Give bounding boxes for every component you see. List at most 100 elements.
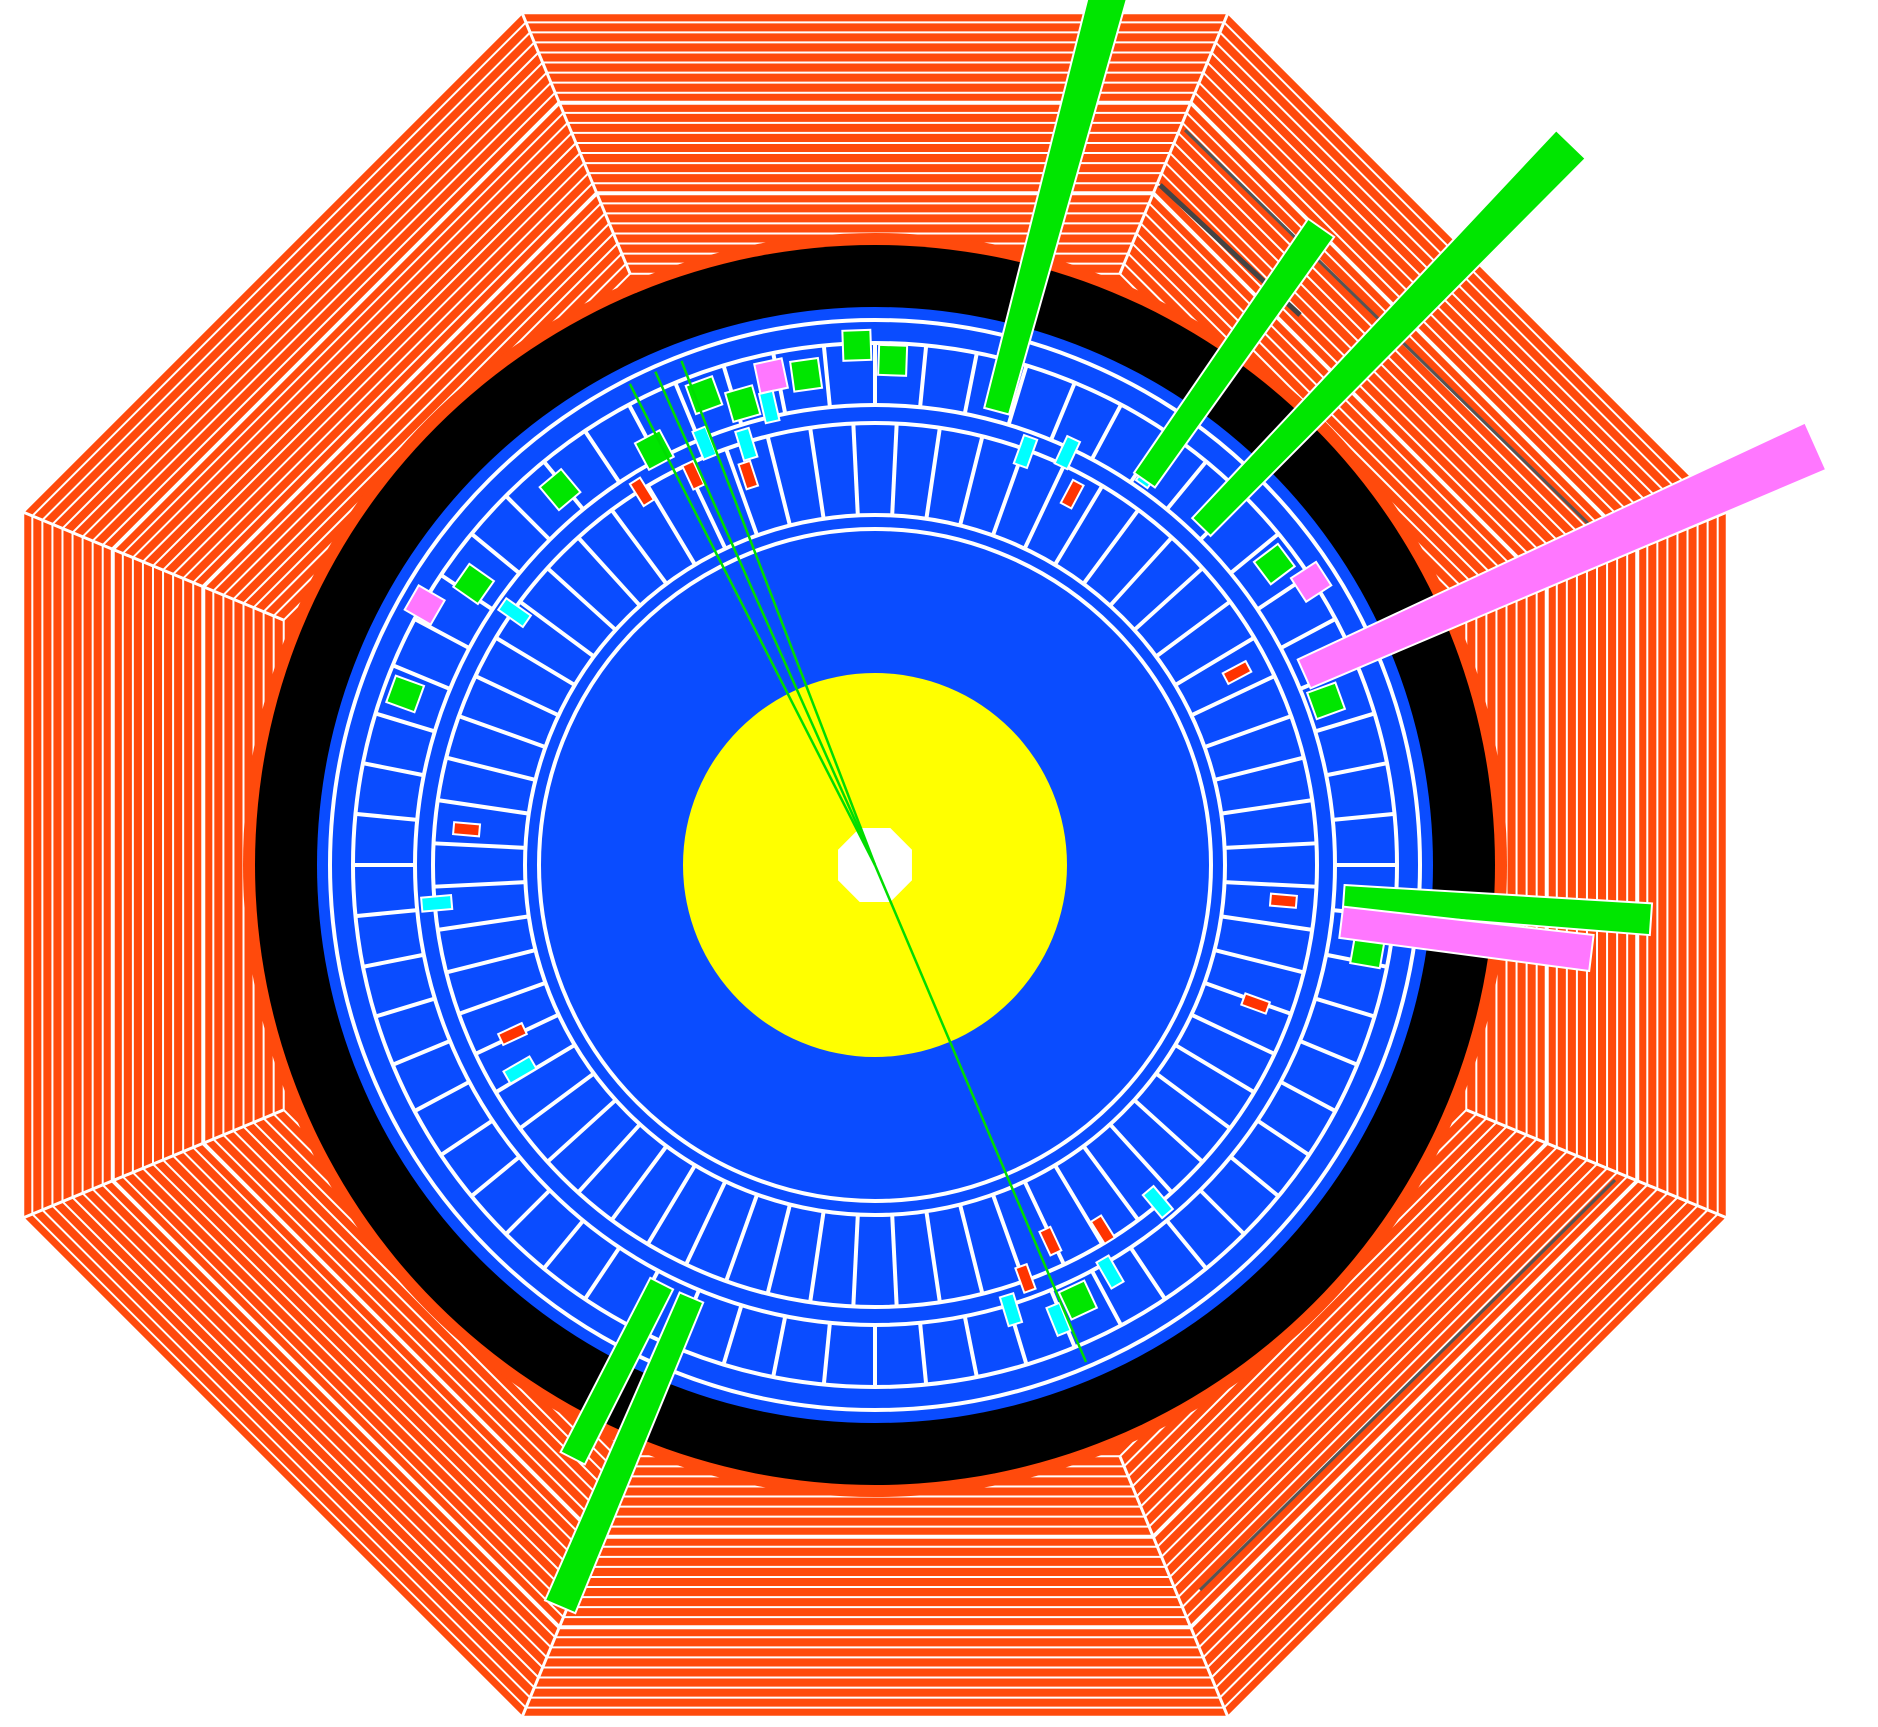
muon-stripe: [51, 41, 535, 525]
muon-stripe: [192, 1146, 594, 1548]
muon-stripe: [222, 212, 606, 596]
muon-stripe: [1194, 1184, 1648, 1638]
calorimeter-sector-line: [1006, 364, 1029, 426]
calo-cell-red: [1268, 892, 1298, 909]
calo-cell-red: [1240, 992, 1272, 1015]
muon-stripe: [51, 1205, 535, 1689]
muon-stripe: [1215, 1205, 1699, 1689]
muon-stripe: [172, 162, 585, 575]
muon-stripe: [102, 92, 556, 546]
calorimeter-sector-line: [1198, 1188, 1246, 1236]
hadronic-energy-tower: [543, 1291, 705, 1615]
calorimeter-sector-line: [504, 1188, 552, 1236]
calorimeter-sector-line: [546, 1098, 618, 1164]
calorimeter-sector-line: [439, 1118, 494, 1157]
muon-stripe: [1198, 1188, 1659, 1649]
calo-cell-cyan: [496, 596, 533, 629]
muon-stripe: [152, 142, 577, 567]
muon-stripe: [212, 202, 602, 592]
muon-chamber-edge: [21, 1108, 285, 1220]
muon-stripe: [1151, 1141, 1549, 1539]
calorimeter-sector-line: [470, 1155, 521, 1198]
calorimeter-sector-line: [413, 617, 471, 650]
calorimeter-sector-line: [1190, 674, 1276, 718]
calorimeter-ring: [523, 513, 1227, 1217]
calo-cell-red: [628, 476, 656, 508]
muon-chamber-edge: [1465, 1108, 1729, 1220]
muon-stripe: [111, 101, 561, 551]
calo-cell-red: [1059, 478, 1085, 510]
calorimeter-sector-line: [1132, 566, 1204, 632]
calorimeter-sector-line: [518, 1071, 596, 1130]
muon-stripe: [102, 1184, 556, 1638]
muon-stripe: [1160, 1150, 1568, 1558]
calorimeter-sector-line: [391, 1039, 451, 1067]
muon-stripe: [1148, 1138, 1538, 1528]
calo-cell-red: [1014, 1262, 1037, 1295]
calorimeter-sector-line: [1229, 1155, 1280, 1198]
calorimeter-sector-line: [1128, 1246, 1167, 1301]
calorimeter-sector-line: [1214, 948, 1305, 975]
calo-cell-hit: [1057, 1279, 1099, 1321]
calorimeter-sector-line: [1203, 714, 1292, 749]
em-energy-tower: [1338, 905, 1595, 973]
muon-stripe: [162, 1159, 581, 1578]
muon-stripe: [31, 21, 527, 517]
calo-cell-cyan: [1053, 434, 1082, 471]
calorimeter-sector-line: [1090, 1269, 1123, 1327]
em-energy-tower: [1296, 421, 1828, 690]
calo-cell-hit: [1289, 560, 1333, 604]
track-line: [680, 360, 877, 866]
muon-stripe: [1177, 1167, 1608, 1598]
calorimeter-sector-line: [646, 484, 697, 566]
calorimeter-sector-line: [1165, 460, 1208, 511]
muon-stripe: [1219, 1209, 1709, 1699]
calorimeter-sector-line: [583, 429, 622, 484]
calorimeter-sector-line: [1081, 1144, 1140, 1222]
calo-cell-hit: [684, 374, 724, 416]
calo-cell-hit: [451, 562, 496, 606]
calorimeter-sector-line: [918, 1322, 929, 1385]
calo-cell-cyan: [734, 426, 759, 462]
calorimeter-sector-line: [1332, 811, 1395, 822]
calo-cell-cyan: [998, 1292, 1024, 1328]
calo-cell-cyan: [502, 1055, 538, 1085]
calorimeter-sector-line: [542, 1219, 585, 1270]
calorimeter-sector-line: [851, 423, 860, 516]
calorimeter-sector-line: [504, 494, 552, 542]
calorimeter-sector-line: [765, 1204, 792, 1295]
calo-cell-hit: [1305, 681, 1347, 721]
calo-cell-red: [1221, 659, 1253, 686]
muon-stripe: [41, 31, 531, 521]
muon-stripe: [1206, 1196, 1679, 1669]
calorimeter-sector-line: [962, 1315, 979, 1378]
calo-cell-red: [1038, 1225, 1063, 1257]
muon-stripe: [162, 152, 581, 571]
calorimeter-sector-line: [437, 914, 530, 932]
calorimeter-sector-line: [458, 981, 547, 1016]
calo-cell-cyan: [757, 389, 781, 425]
calorimeter-sector-line: [362, 952, 425, 969]
muon-chamber-edge: [520, 11, 632, 275]
calorimeter-sector-line: [391, 663, 451, 691]
calorimeter-sector-line: [1214, 755, 1305, 782]
muon-stripe: [122, 1175, 565, 1618]
muon-stripe: [1226, 1216, 1730, 1720]
muon-stripe: [71, 61, 544, 534]
calorimeter-sector-line: [851, 1214, 860, 1307]
calorimeter-sector-line: [1220, 798, 1313, 816]
muon-stripe: [20, 1216, 524, 1720]
muon-stripe: [41, 1209, 531, 1699]
calorimeter-sector-line: [1256, 1118, 1311, 1157]
calorimeter-sector-line: [1190, 1012, 1276, 1056]
calorimeter-sector-line: [1224, 841, 1317, 850]
calorimeter-sector-line: [924, 427, 942, 520]
calorimeter-sector-line: [518, 600, 596, 659]
calorimeter-sector-line: [1053, 484, 1104, 566]
calorimeter-sector-line: [433, 841, 526, 850]
muon-stripe: [1169, 1159, 1588, 1578]
calorimeter-sector-line: [958, 1204, 985, 1295]
muon-stripe: [132, 1171, 569, 1608]
calo-cell-red: [496, 1021, 529, 1047]
